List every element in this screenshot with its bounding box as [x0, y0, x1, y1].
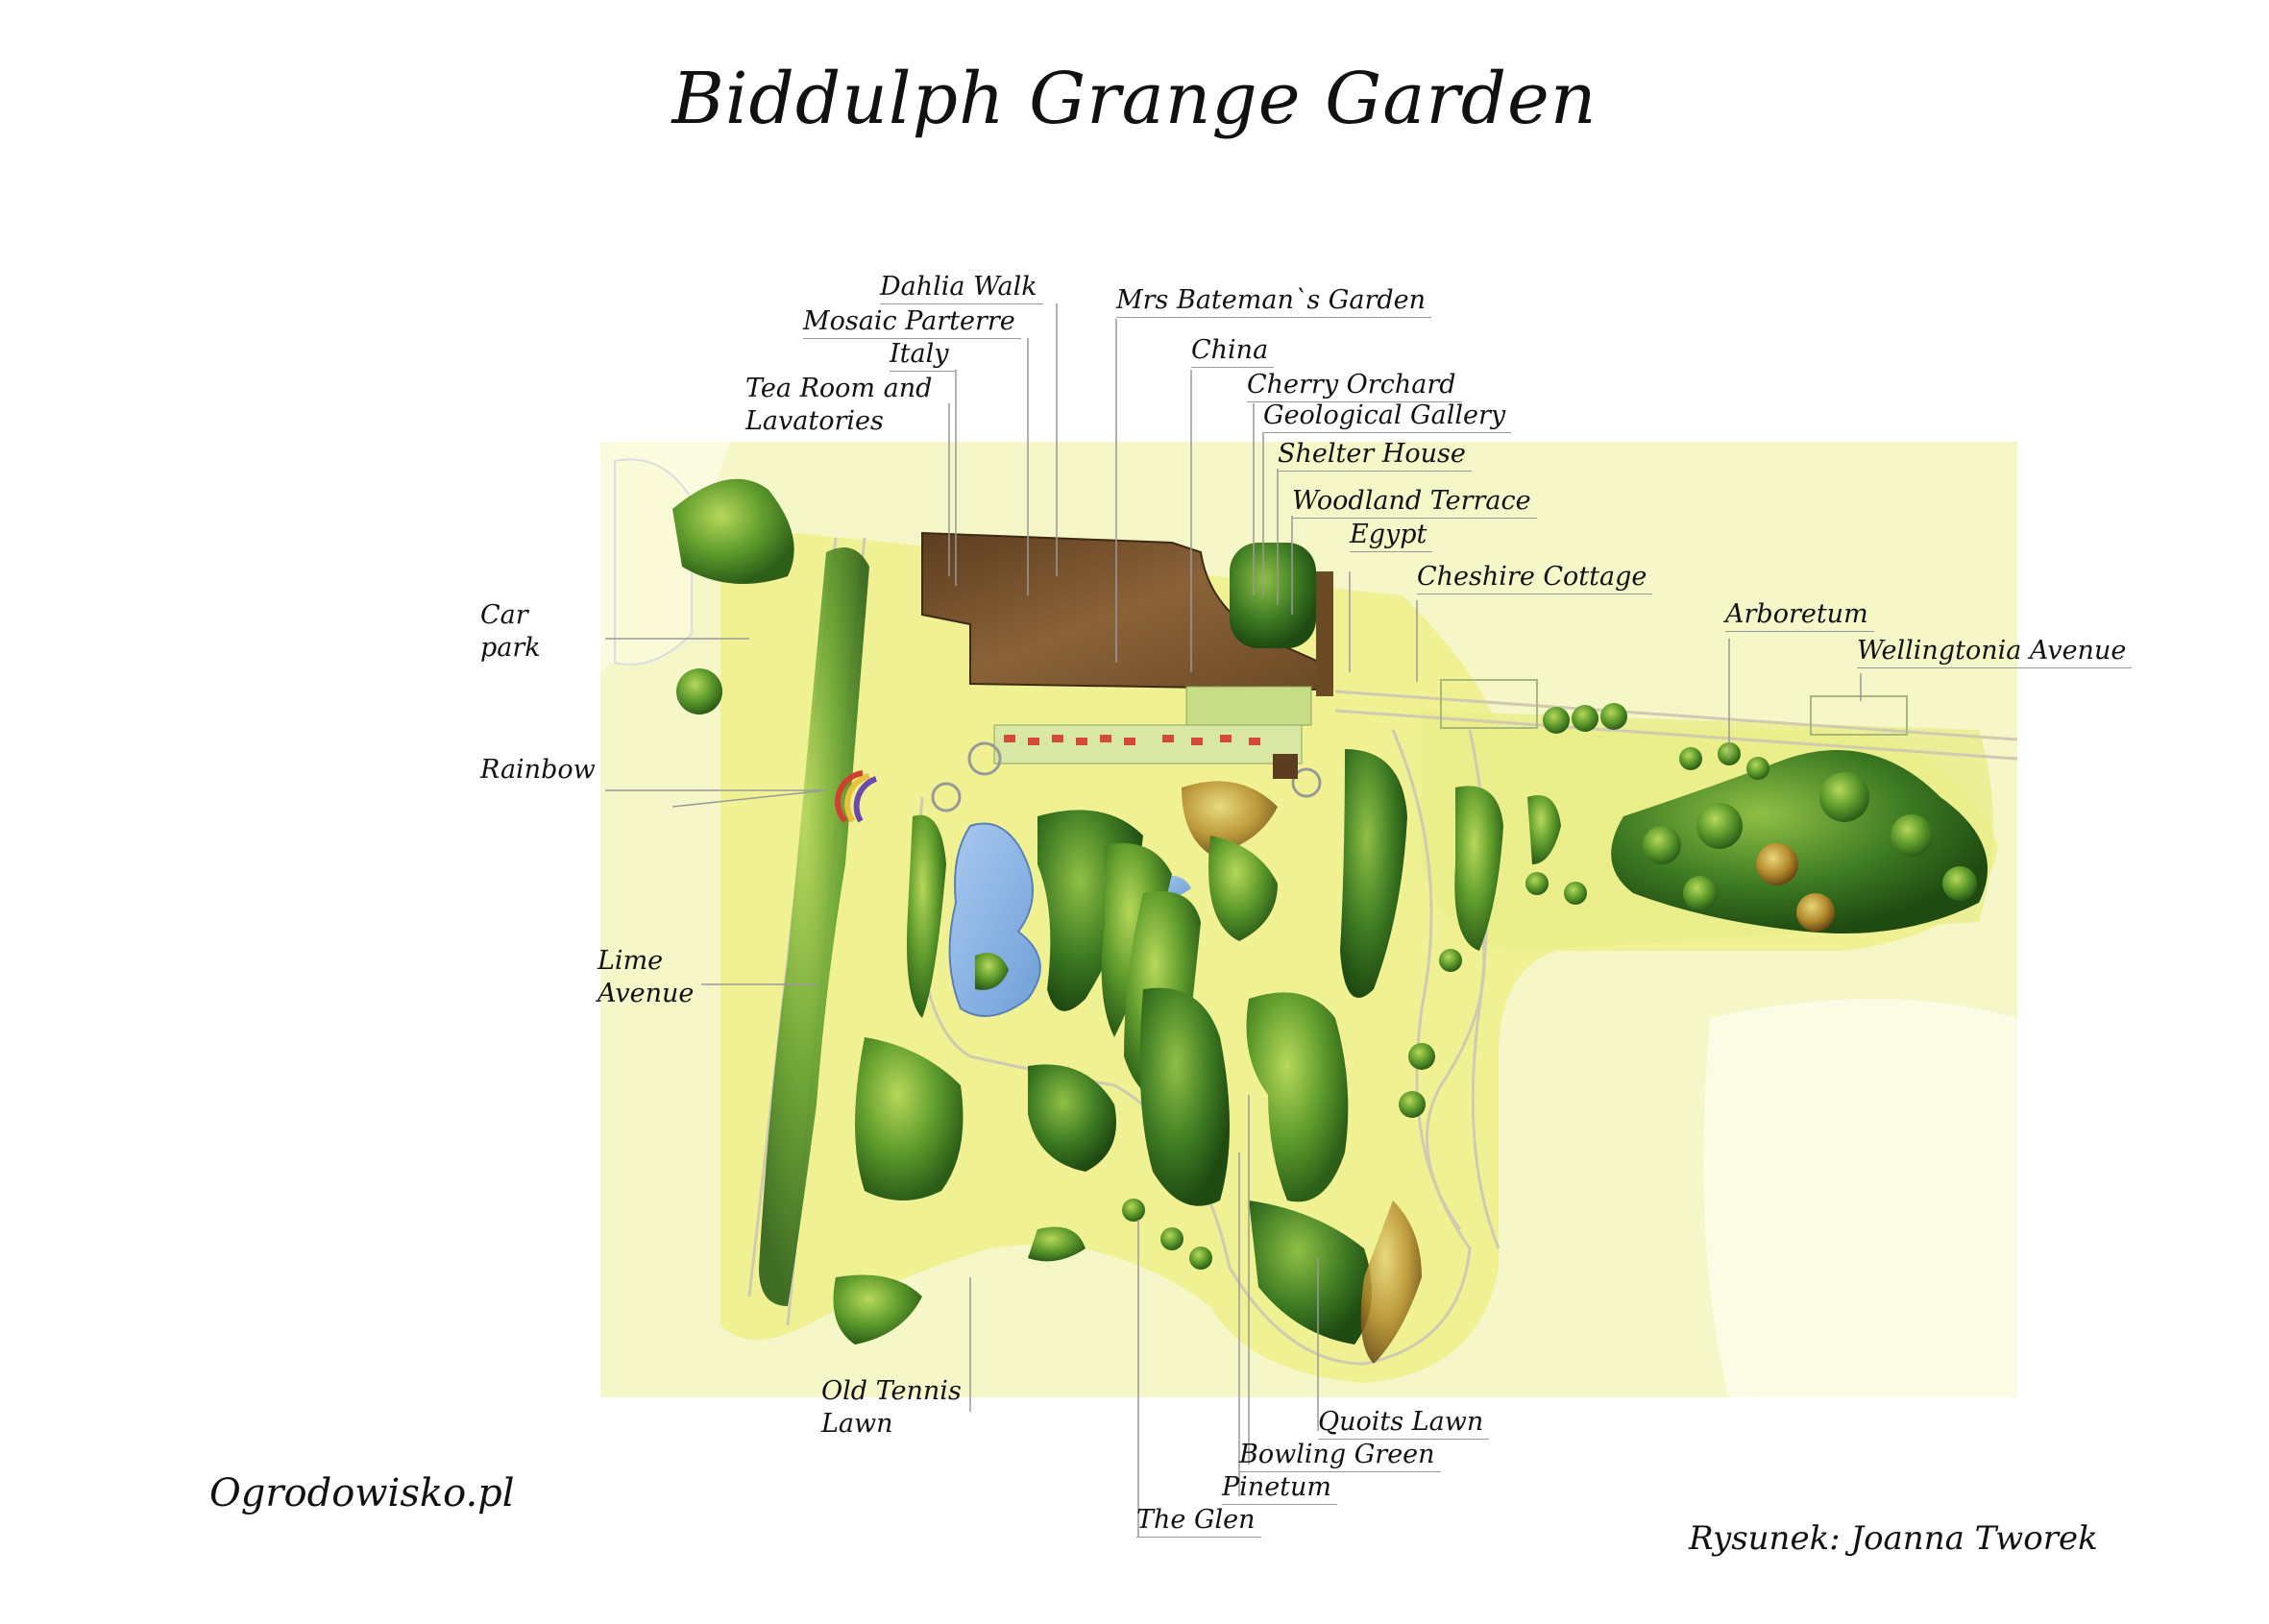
site-credit: Ogrodowisko.pl — [209, 1471, 515, 1515]
label-italy: Italy — [890, 338, 955, 372]
label-tea-room: Tea Room and — [745, 374, 933, 403]
label-woodland-terrace: Woodland Terrace — [1292, 485, 1537, 519]
label-old-tennis: Old Tennis — [821, 1376, 962, 1406]
scattered-trees — [1122, 703, 1769, 1270]
lake-island — [975, 953, 1009, 990]
tree-massing — [759, 547, 1561, 1364]
car-park-trees — [672, 478, 794, 584]
label-mosaic-parterre: Mosaic Parterre — [803, 305, 1021, 339]
car-park-area — [614, 458, 693, 666]
car-park-tree — [676, 668, 722, 715]
wellingtonia-avenue — [1440, 679, 1908, 736]
label-wellingtonia-avenue: Wellingtonia Avenue — [1857, 635, 2133, 668]
label-cheshire-cottage: Cheshire Cottage — [1417, 561, 1653, 594]
label-geological-gallery: Geological Gallery — [1263, 400, 1512, 433]
label-cherry-orchard: Cherry Orchard — [1247, 369, 1462, 402]
label-car: Car — [480, 600, 528, 630]
label-arboretum: Arboretum — [1725, 598, 1874, 632]
map-title: Biddulph Grange Garden — [671, 58, 1598, 140]
label-lawn: Lawn — [821, 1409, 893, 1439]
label-leader-lines — [605, 303, 1862, 1537]
parterre-beds — [931, 686, 1322, 812]
label-rainbow: Rainbow — [480, 755, 596, 785]
label-egypt: Egypt — [1350, 519, 1433, 552]
label-pinetum: Pinetum — [1222, 1471, 1338, 1505]
house-wing — [1316, 571, 1333, 696]
label-bowling-green: Bowling Green — [1239, 1439, 1441, 1472]
pale-wash-right — [1703, 999, 2017, 1397]
label-mrs-batemans-garden: Mrs Bateman`s Garden — [1116, 284, 1432, 318]
label-dahlia-walk: Dahlia Walk — [880, 271, 1043, 304]
lake — [948, 822, 1041, 1017]
label-park: park — [480, 633, 541, 663]
label-lavatories: Lavatories — [745, 406, 884, 436]
label-avenue: Avenue — [598, 979, 695, 1008]
label-china: China — [1191, 334, 1275, 368]
rainbow-bed — [835, 770, 878, 824]
label-the-glen: The Glen — [1136, 1504, 1261, 1538]
label-quoits-lawn: Quoits Lawn — [1318, 1406, 1490, 1440]
label-shelter-house: Shelter House — [1278, 438, 1472, 472]
author-credit: Rysunek: Joanna Tworek — [1689, 1519, 2098, 1558]
arboretum-trees — [1643, 772, 1977, 932]
geological-gallery — [1230, 543, 1316, 648]
label-lime: Lime — [598, 946, 664, 976]
